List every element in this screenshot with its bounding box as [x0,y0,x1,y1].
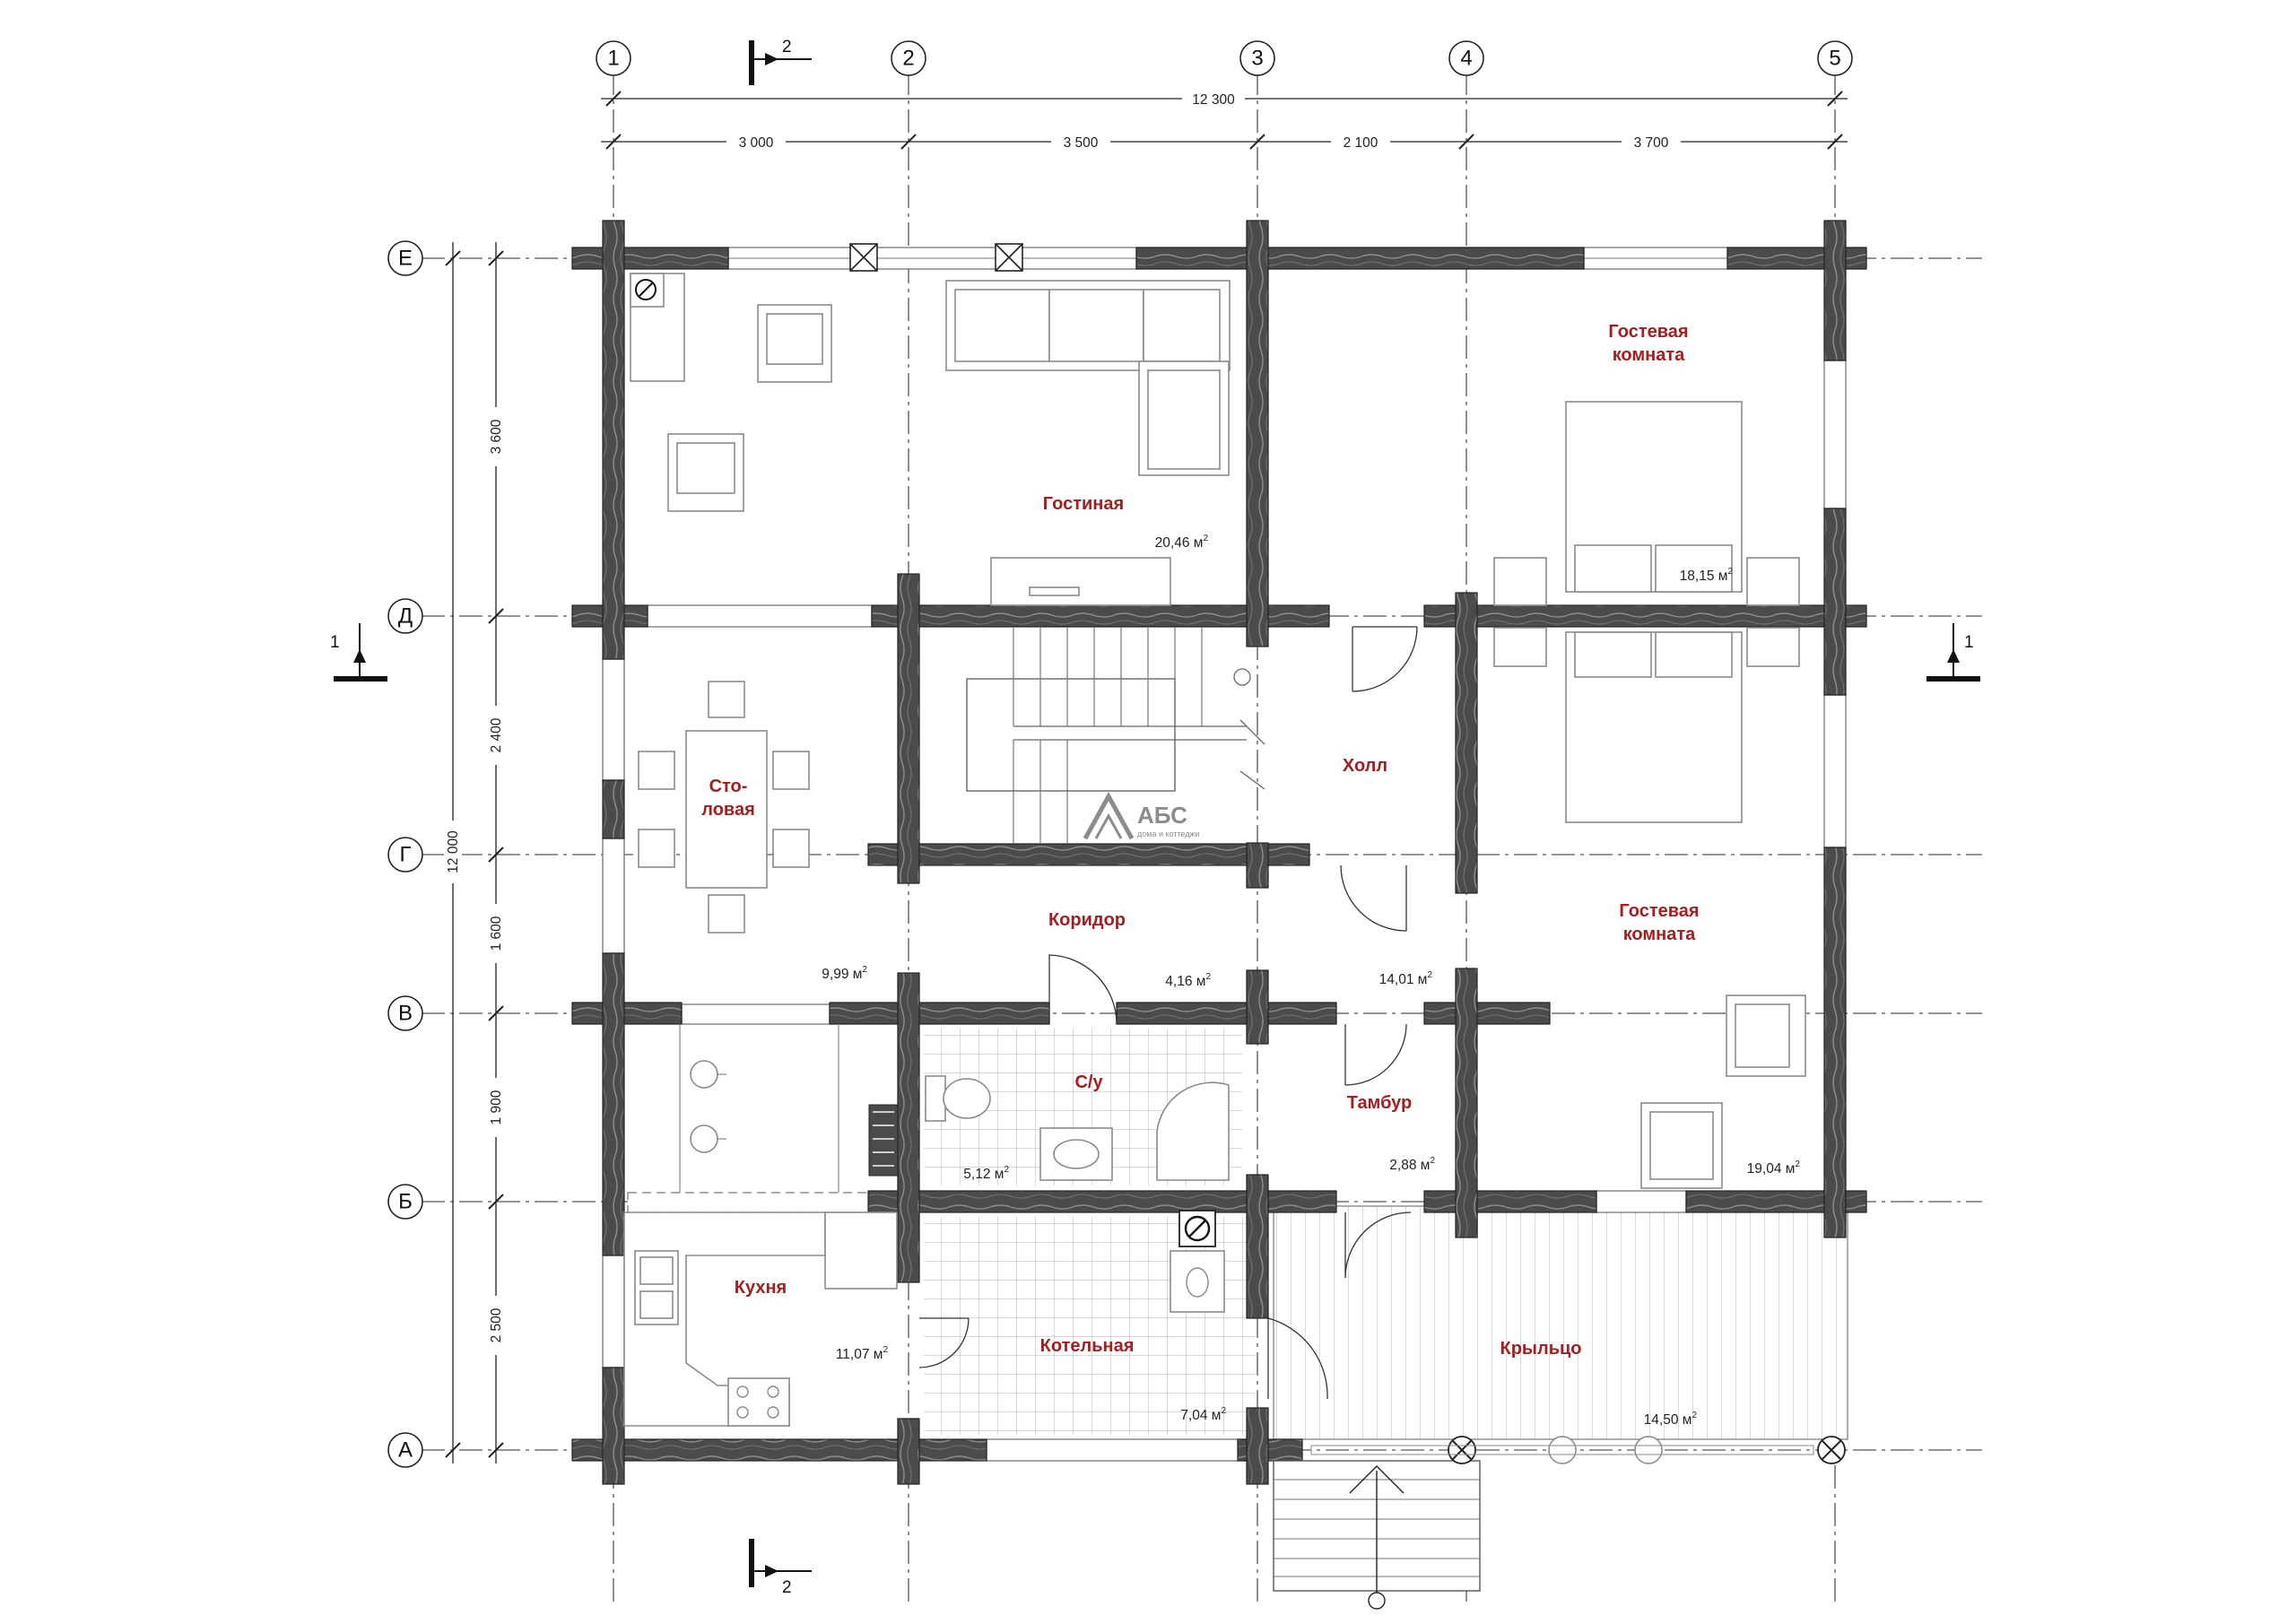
boiler-room-fixtures [1170,1210,1225,1313]
svg-text:Б: Б [398,1190,413,1214]
axis-bubble-3: 3 [1239,40,1275,76]
windows [602,247,1847,1462]
room-area-vestibule: 2,88 м2 [1389,1156,1435,1173]
svg-text:2: 2 [782,1578,792,1597]
section-mark-2-top: 2 [749,38,812,85]
svg-text:2: 2 [782,38,792,56]
svg-text:1: 1 [330,633,340,652]
room-area-living: 20,46 м2 [1155,534,1209,551]
guest-room-2-furniture [1493,627,1806,1189]
room-area-hall: 14,01 м2 [1379,970,1433,987]
company-logo: АБС дома и коттеджи [1083,791,1200,840]
room-name-corridor: Коридор [1048,910,1126,930]
room-name-guest1-line2: комната [1613,345,1685,365]
dim-overall-height: 12 000 [446,830,461,873]
svg-text:3: 3 [1251,47,1263,71]
svg-text:В: В [398,1002,413,1026]
room-name-guest2-line1: Гостевая [1619,901,1699,921]
room-name-guest1-line1: Гостевая [1608,322,1688,342]
axis-bubble-1: 1 [596,40,631,76]
room-name-vestibule: Тамбур [1347,1093,1413,1113]
column-axis-markers: 1 2 3 4 5 [596,40,1853,76]
axis-bubble-A: А [387,1432,423,1468]
room-name-kitchen: Кухня [735,1278,787,1298]
room-name-bathroom: С/у [1074,1073,1103,1092]
dim-width-1: 3 000 [739,135,774,151]
axis-bubble-B: Б [387,1184,423,1220]
guest-room-1-furniture [1493,401,1800,606]
dim-width-3: 2 100 [1344,135,1378,151]
axis-bubble-2: 2 [891,40,926,76]
dim-overall-width: 12 300 [1192,92,1235,108]
dim-height-2: 2 400 [489,717,504,752]
room-area-boiler-room: 7,04 м2 [1180,1406,1226,1423]
logo-subtitle: дома и коттеджи [1137,829,1200,838]
dim-height-4: 1 900 [489,1090,504,1125]
room-area-porch: 14,50 м2 [1644,1411,1698,1428]
section-mark-1-right: 1 [1926,623,1980,682]
room-area-corridor: 4,16 м2 [1165,972,1211,989]
dim-height-1: 3 600 [489,419,504,454]
bathroom-fixtures [925,1075,1230,1181]
room-labels: Гостиная 20,46 м2 Гостевая комната 18,15… [701,322,1800,1428]
room-name-living: Гостиная [1043,494,1124,514]
axis-bubble-V: В [387,995,423,1031]
room-name-dining-line2: ловая [701,800,754,820]
room-name-porch: Крыльцо [1500,1339,1581,1359]
svg-text:А: А [398,1438,413,1463]
floor-fills [924,1029,1848,1440]
svg-text:Г: Г [400,843,412,867]
room-name-hall: Холл [1343,756,1387,776]
axis-bubble-D: Д [387,598,423,634]
axis-bubble-5: 5 [1817,40,1853,76]
doors [918,626,1418,1400]
svg-text:5: 5 [1829,47,1840,71]
axis-bubble-E: Е [387,240,423,276]
logo-title: АБС [1137,802,1187,829]
section-mark-1-left: 1 [330,623,387,682]
log-walls [571,220,1867,1485]
vertical-dimensions: 12 000 3 600 2 400 1 600 1 900 2 500 [444,242,505,1463]
dim-width-2: 3 500 [1064,135,1099,151]
kitchen-furniture [623,1024,899,1427]
svg-text:2: 2 [902,47,914,71]
row-axis-markers: Е Д Г В Б А [387,240,423,1468]
section-mark-2-bottom: 2 [749,1539,812,1597]
room-area-dining: 9,99 м2 [822,965,867,982]
room-name-boiler-room: Котельная [1040,1336,1135,1356]
entrance-steps [1273,1460,1481,1610]
svg-text:1: 1 [1964,633,1974,652]
svg-text:1: 1 [607,47,619,71]
axis-bubble-G: Г [387,837,423,873]
svg-text:4: 4 [1460,47,1472,71]
interior-staircase [966,627,1265,844]
room-area-guest1: 18,15 м2 [1680,567,1734,584]
dim-height-5: 2 500 [489,1307,504,1342]
room-name-guest2-line2: комната [1623,925,1696,944]
dim-height-3: 1 600 [489,916,504,951]
living-room-furniture [630,273,1231,606]
room-area-bathroom: 5,12 м2 [963,1165,1009,1182]
room-area-guest2: 19,04 м2 [1747,1159,1801,1177]
dim-width-4: 3 700 [1634,135,1669,151]
svg-text:Д: Д [398,604,413,629]
dining-furniture [638,681,810,934]
svg-text:Е: Е [398,247,413,271]
room-area-kitchen: 11,07 м2 [836,1345,889,1362]
horizontal-dimensions: 12 300 3 000 3 500 2 100 3 700 [601,89,1848,151]
porch-posts [1310,1436,1846,1464]
room-name-dining-line1: Сто- [709,777,748,796]
axis-bubble-4: 4 [1448,40,1484,76]
ventilation-icons [849,243,1023,272]
